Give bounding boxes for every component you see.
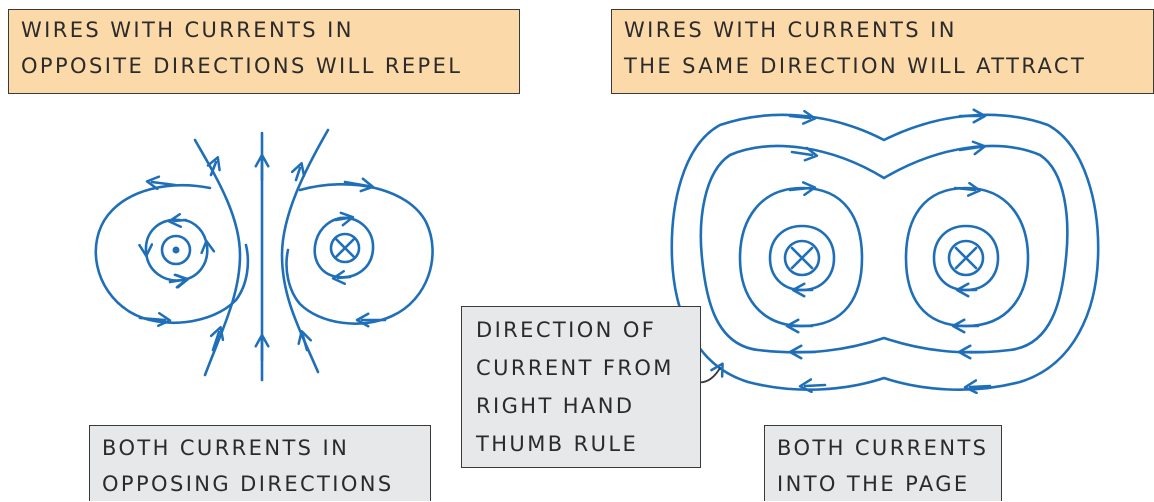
right-inner-arrow-top xyxy=(334,211,355,227)
left-wire-2-outer-loop xyxy=(285,183,434,325)
left-wire-2-ring xyxy=(329,232,361,264)
right-header-line-1: WIRES WITH CURRENTS IN xyxy=(624,18,957,42)
right-header-line-2: THE SAME DIRECTION WILL ATTRACT xyxy=(624,54,1087,78)
arrow-outer1-top-left xyxy=(790,146,819,162)
right-header-box: WIRES WITH CURRENTS IN THE SAME DIRECTIO… xyxy=(611,9,1154,94)
left-caption-box: BOTH CURRENTS IN OPPOSING DIRECTIONS xyxy=(89,425,431,501)
arrow-outer1-top-right xyxy=(958,140,987,156)
left-outer-arrow-bottom xyxy=(138,312,172,327)
note-line-2: CURRENT FROM xyxy=(476,356,674,380)
arrow-loop1-top-right xyxy=(953,181,982,197)
left-caption-line-2: OPPOSING DIRECTIONS xyxy=(102,472,394,496)
direction-note-box: DIRECTION OF CURRENT FROM RIGHT HAND THU… xyxy=(461,306,701,468)
outer-loop-1 xyxy=(699,144,1069,354)
cross-icon xyxy=(334,237,356,259)
left-outer-arrow-top xyxy=(145,175,177,191)
cross-icon xyxy=(954,246,978,270)
arrow-outer2-bottom-right xyxy=(963,379,992,395)
inner-right-arrow-top xyxy=(290,162,306,182)
right-outer-arrow-top xyxy=(343,177,375,193)
left-header-line-2: OPPOSITE DIRECTIONS WILL REPEL xyxy=(21,54,463,78)
arrow-outer2-top-left xyxy=(788,109,817,125)
right-caption-line-2: INTO THE PAGE xyxy=(777,472,970,496)
right-wire-1-ring xyxy=(783,239,821,277)
note-line-3: RIGHT HAND xyxy=(476,394,635,418)
left-wire-outer-loop xyxy=(94,184,250,325)
right-caption-box: BOTH CURRENTS INTO THE PAGE xyxy=(764,425,1002,501)
dot-icon xyxy=(172,246,180,254)
note-line-4: THUMB RULE xyxy=(476,432,639,456)
right-caption-line-1: BOTH CURRENTS xyxy=(777,436,989,460)
inner-right-arrow-bottom xyxy=(297,329,312,352)
left-field-diagram xyxy=(94,128,434,382)
left-header-line-1: WIRES WITH CURRENTS IN xyxy=(21,18,354,42)
outer-loop-2 xyxy=(670,113,1100,391)
inner-left-arrow-top xyxy=(206,156,221,177)
left-inner-arrow-top xyxy=(167,213,188,228)
arrow-outer2-bottom-left xyxy=(798,378,827,394)
inner-left-arrow-bottom xyxy=(209,326,225,352)
cross-icon xyxy=(790,246,814,270)
left-inner-arrow-bottom xyxy=(168,273,189,289)
right-inner-arrow-bottom xyxy=(331,270,352,285)
arrow-loop1-top-left xyxy=(788,181,817,197)
right-field-diagram xyxy=(670,108,1100,395)
left-caption-line-1: BOTH CURRENTS IN xyxy=(102,436,350,460)
right-wire-2-ring xyxy=(947,239,985,277)
note-line-1: DIRECTION OF xyxy=(476,318,657,342)
left-header-box: WIRES WITH CURRENTS IN OPPOSITE DIRECTIO… xyxy=(8,9,520,94)
